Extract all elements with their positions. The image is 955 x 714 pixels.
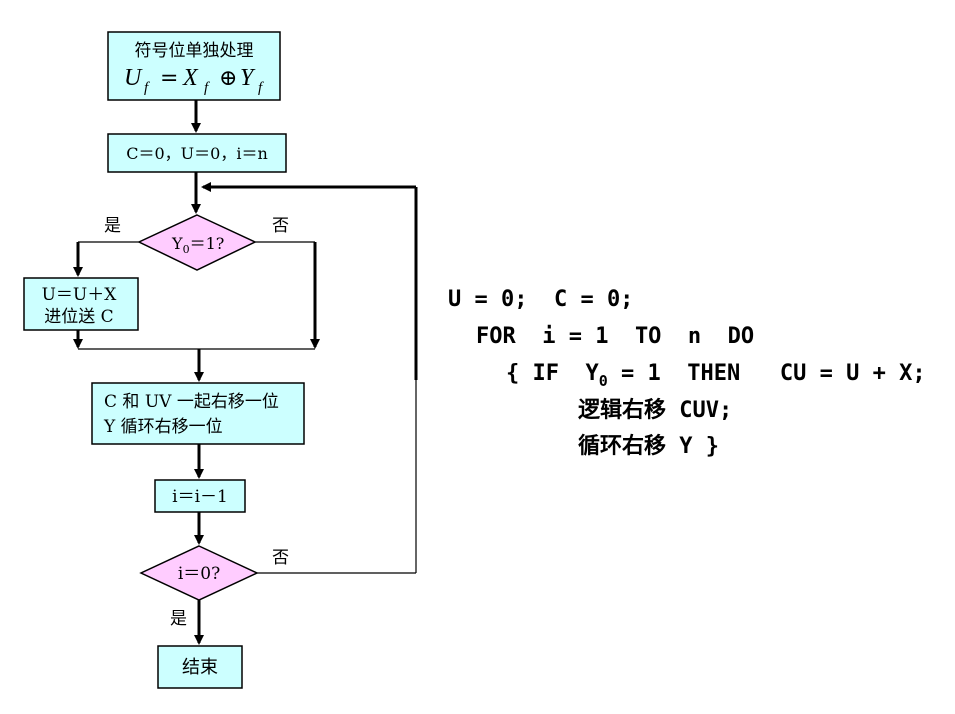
code-line-5: 循环右移 Y }	[578, 433, 719, 459]
shift-box	[91, 382, 305, 445]
formula-x: X	[182, 65, 199, 91]
formula-sub-f1: f	[144, 80, 150, 96]
yes-label-1: 是	[104, 216, 121, 236]
code-line-3: { IF Y0 = 1 THEN CU = U + X;	[506, 361, 926, 390]
end-box	[157, 645, 243, 689]
yes-label-2: 是	[170, 609, 187, 629]
shift-label-line1: C 和 UV 一起右移一位	[104, 392, 279, 412]
code-line-2: FOR i = 1 TO n DO	[476, 324, 754, 349]
decision-y0-diamond	[137, 214, 257, 271]
add-label-line1: U＝U＋X	[42, 285, 118, 305]
no-label-1: 否	[272, 216, 289, 236]
formula-xor: ⊕	[219, 66, 237, 91]
sign-processing-box	[107, 31, 281, 101]
sign-formula: U f = X f ⊕ Y f	[124, 65, 264, 96]
add-label-line2: 进位送 C	[44, 307, 113, 327]
formula-sub-f3: f	[258, 80, 264, 96]
no-label-2: 否	[272, 548, 289, 568]
formula-sub-f2: f	[204, 80, 210, 96]
decrement-label: i＝i－1	[172, 487, 228, 507]
formula-eq: =	[160, 66, 178, 91]
init-box	[107, 133, 287, 173]
code-line-1: U = 0; C = 0;	[448, 287, 633, 312]
pseudocode-block: U = 0; C = 0; FOR i = 1 TO n DO { IF Y0 …	[448, 287, 926, 459]
decrement-box	[154, 479, 246, 513]
add-box	[23, 277, 139, 331]
formula-y: Y	[240, 65, 256, 91]
end-label: 结束	[182, 657, 218, 678]
decision-y0-label: Y0＝1?	[171, 234, 224, 256]
init-label: C＝0，U＝0，i＝n	[126, 144, 268, 163]
decision-i0-label: i＝0?	[178, 564, 220, 584]
code-line-4: 逻辑右移 CUV;	[578, 397, 732, 423]
sign-processing-label: 符号位单独处理	[135, 41, 254, 61]
shift-label-line2: Y 循环右移一位	[103, 417, 223, 437]
connectors	[73, 100, 418, 645]
formula-u: U	[124, 65, 143, 91]
